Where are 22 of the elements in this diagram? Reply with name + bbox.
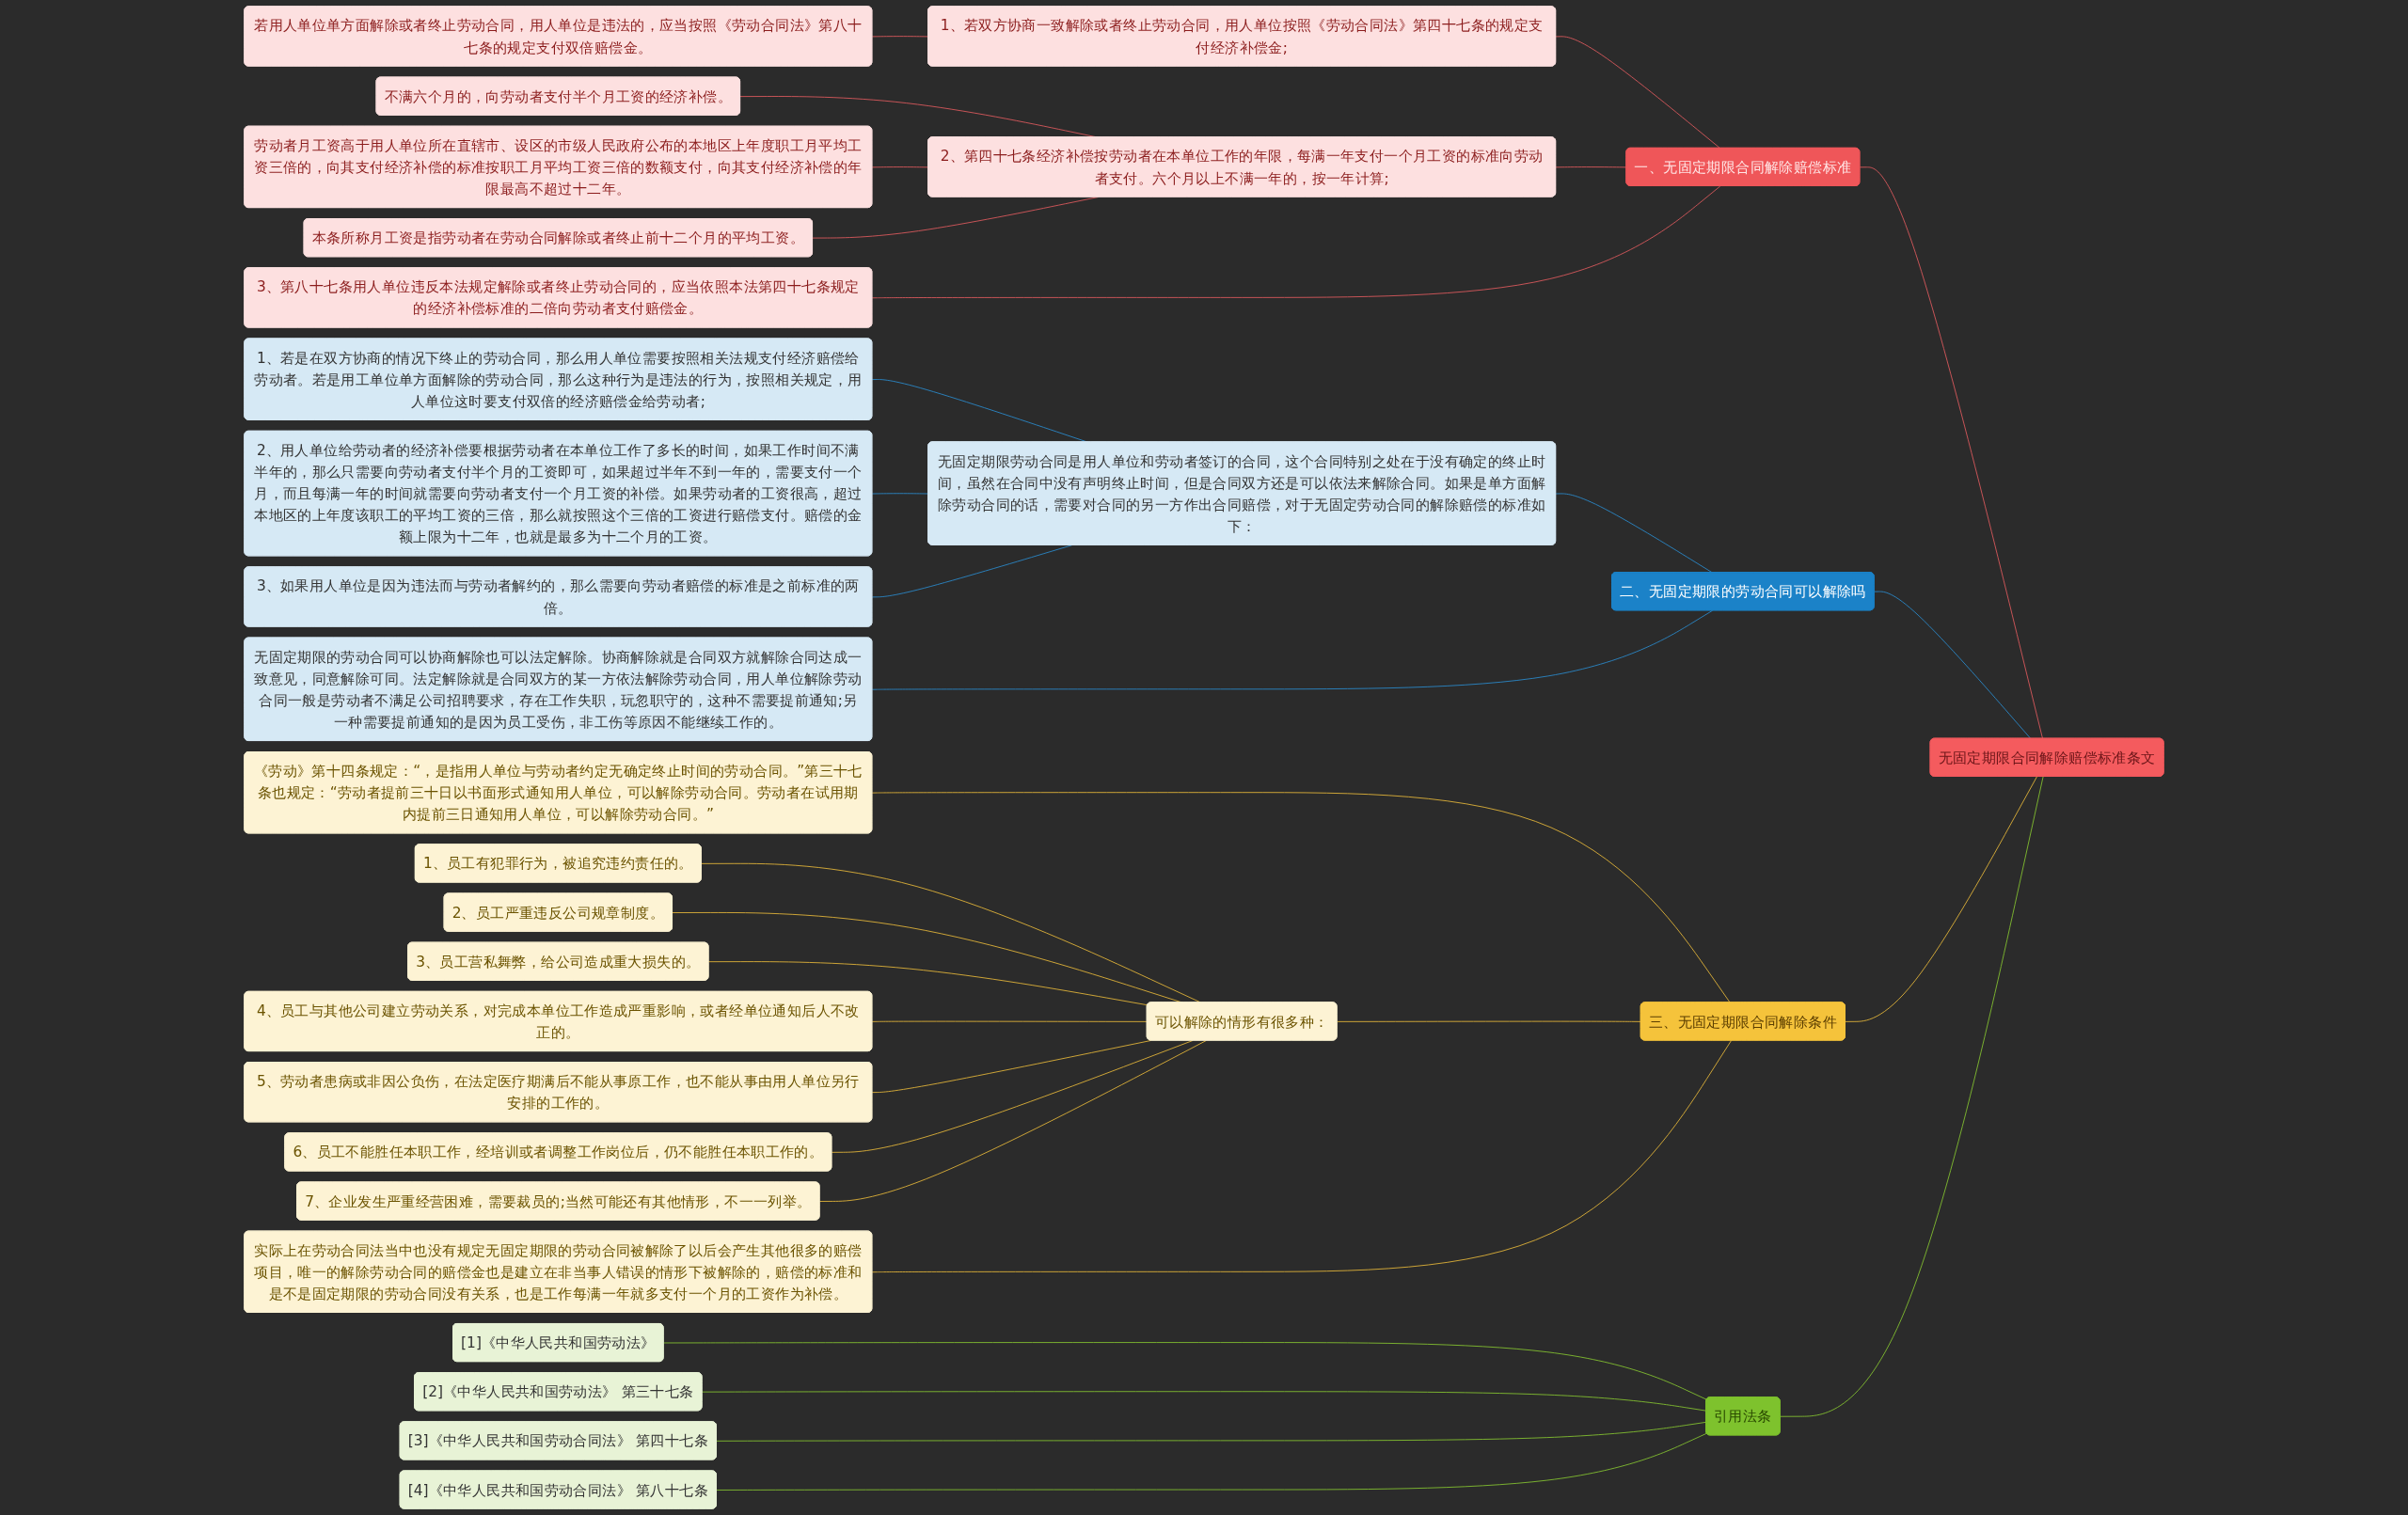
connector bbox=[1555, 166, 1627, 168]
connector bbox=[716, 1421, 1707, 1442]
connector bbox=[716, 1432, 1707, 1491]
connector bbox=[871, 1040, 1732, 1273]
connector bbox=[871, 1020, 1149, 1022]
connector bbox=[871, 166, 929, 168]
connector bbox=[663, 1342, 1707, 1400]
connector bbox=[871, 1040, 1152, 1094]
connector bbox=[1874, 591, 2032, 740]
connector bbox=[702, 1391, 1707, 1412]
connector bbox=[708, 961, 1149, 1006]
connector bbox=[1555, 36, 1721, 150]
connector bbox=[871, 792, 1731, 1003]
connector bbox=[871, 609, 1714, 690]
connector bbox=[871, 36, 929, 38]
connector bbox=[871, 493, 929, 495]
connector bbox=[1845, 776, 2037, 1022]
connector bbox=[1780, 776, 2044, 1417]
connector bbox=[1859, 166, 2044, 740]
connector bbox=[871, 185, 1721, 299]
connector bbox=[819, 1040, 1207, 1202]
connector bbox=[1337, 1020, 1642, 1022]
